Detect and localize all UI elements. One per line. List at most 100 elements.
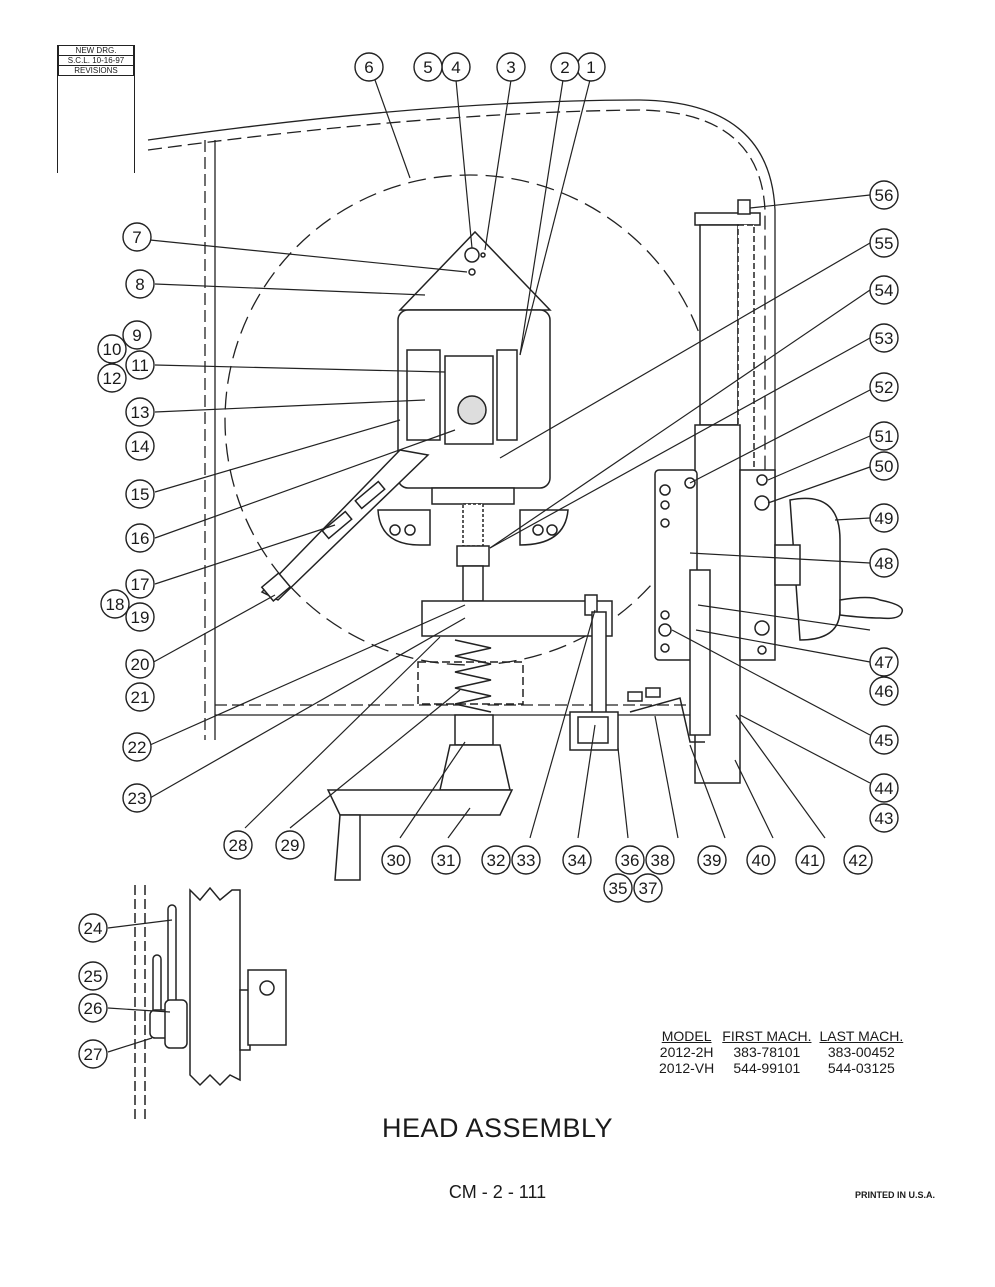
leader-lines bbox=[107, 79, 871, 1053]
revision-line-new-drawing: NEW DRG. bbox=[58, 45, 134, 56]
callout-circle bbox=[869, 773, 899, 803]
callout-number: 20 bbox=[131, 655, 150, 674]
callout-37: 37 bbox=[633, 873, 663, 903]
callout-number: 33 bbox=[517, 851, 536, 870]
callout-2: 2 bbox=[550, 52, 580, 82]
callout-circle bbox=[78, 913, 108, 943]
callout-18: 18 bbox=[100, 589, 130, 619]
callout-circle bbox=[223, 830, 253, 860]
callout-circle bbox=[697, 845, 727, 875]
callout-number: 7 bbox=[132, 228, 141, 247]
callout-52: 52 bbox=[869, 372, 899, 402]
callout-51: 51 bbox=[869, 421, 899, 451]
callout-circle bbox=[122, 732, 152, 762]
callout-39: 39 bbox=[697, 845, 727, 875]
callout-34: 34 bbox=[562, 845, 592, 875]
callout-number: 50 bbox=[875, 457, 894, 476]
callout-19: 19 bbox=[125, 602, 155, 632]
callout-circle bbox=[511, 845, 541, 875]
callout-number: 24 bbox=[84, 919, 103, 938]
callout-circle bbox=[869, 676, 899, 706]
callout-circle bbox=[869, 421, 899, 451]
callout-number: 6 bbox=[364, 58, 373, 77]
callout-number: 46 bbox=[875, 682, 894, 701]
first-mach-cell: 544-99101 bbox=[733, 1060, 801, 1076]
callout-circle bbox=[125, 269, 155, 299]
callout-circle bbox=[869, 548, 899, 578]
last-mach-cell: 544-03125 bbox=[827, 1060, 895, 1076]
callout-circle bbox=[603, 873, 633, 903]
callout-number: 54 bbox=[875, 281, 894, 300]
callout-number: 38 bbox=[651, 851, 670, 870]
callout-5: 5 bbox=[413, 52, 443, 82]
callout-circle bbox=[125, 602, 155, 632]
callout-24: 24 bbox=[78, 913, 108, 943]
callout-4: 4 bbox=[441, 52, 471, 82]
callout-number: 53 bbox=[875, 329, 894, 348]
callout-number: 48 bbox=[875, 554, 894, 573]
callout-circle bbox=[78, 1039, 108, 1069]
model-cell: 2012-VH bbox=[659, 1060, 715, 1076]
callout-number: 2 bbox=[560, 58, 569, 77]
callout-circle bbox=[122, 222, 152, 252]
header-last-mach: LAST MACH. bbox=[819, 1028, 904, 1044]
model-table: MODEL FIRST MACH. LAST MACH. 2012-2H 383… bbox=[655, 1028, 907, 1076]
callout-41: 41 bbox=[795, 845, 825, 875]
callout-number: 56 bbox=[875, 186, 894, 205]
callout-50: 50 bbox=[869, 451, 899, 481]
callout-number: 25 bbox=[84, 967, 103, 986]
callout-number: 17 bbox=[131, 575, 150, 594]
callout-circle bbox=[122, 783, 152, 813]
callout-number: 44 bbox=[875, 779, 894, 798]
table-row: 2012-2H 383-78101 383-00452 bbox=[655, 1044, 907, 1060]
callout-circle bbox=[795, 845, 825, 875]
callout-number: 34 bbox=[568, 851, 587, 870]
callout-11: 11 bbox=[125, 350, 155, 380]
callout-circle bbox=[869, 647, 899, 677]
callout-44: 44 bbox=[869, 773, 899, 803]
callout-circle bbox=[869, 323, 899, 353]
callout-31: 31 bbox=[431, 845, 461, 875]
callout-number: 49 bbox=[875, 509, 894, 528]
callout-circle bbox=[354, 52, 384, 82]
revision-line-date: S.C.L. 10-16-97 bbox=[58, 56, 134, 66]
callout-circle bbox=[122, 320, 152, 350]
drawing-number: CM - 2 - 111 bbox=[448, 1182, 547, 1202]
callout-7: 7 bbox=[122, 222, 152, 252]
callout-number: 32 bbox=[487, 851, 506, 870]
inset-detail bbox=[134, 885, 287, 1120]
callout-group: 1234567891011121314151617181920212223242… bbox=[78, 52, 899, 1069]
callout-circle bbox=[125, 569, 155, 599]
callout-43: 43 bbox=[869, 803, 899, 833]
callout-number: 27 bbox=[84, 1045, 103, 1064]
callout-number: 37 bbox=[639, 879, 658, 898]
callout-number: 5 bbox=[423, 58, 432, 77]
drawing-title: HEAD ASSEMBLY bbox=[381, 1113, 614, 1143]
callout-number: 35 bbox=[609, 879, 628, 898]
revisions-label: REVISIONS bbox=[58, 66, 134, 76]
callout-circle bbox=[869, 372, 899, 402]
callout-circle bbox=[869, 503, 899, 533]
callout-circle bbox=[100, 589, 130, 619]
callout-number: 16 bbox=[131, 529, 150, 548]
callout-55: 55 bbox=[869, 228, 899, 258]
callout-40: 40 bbox=[746, 845, 776, 875]
model-table-header: MODEL FIRST MACH. LAST MACH. bbox=[655, 1028, 907, 1044]
callout-circle bbox=[869, 228, 899, 258]
callout-circle bbox=[843, 845, 873, 875]
callout-8: 8 bbox=[125, 269, 155, 299]
callout-number: 55 bbox=[875, 234, 894, 253]
callout-number: 1 bbox=[586, 58, 595, 77]
callout-circle bbox=[125, 649, 155, 679]
callout-number: 13 bbox=[131, 403, 150, 422]
callout-circle bbox=[381, 845, 411, 875]
callout-circle bbox=[413, 52, 443, 82]
callout-number: 3 bbox=[506, 58, 515, 77]
callout-17: 17 bbox=[125, 569, 155, 599]
callout-number: 41 bbox=[801, 851, 820, 870]
callout-46: 46 bbox=[869, 676, 899, 706]
callout-circle bbox=[550, 52, 580, 82]
callout-number: 47 bbox=[875, 653, 894, 672]
callout-number: 52 bbox=[875, 378, 894, 397]
callout-number: 42 bbox=[849, 851, 868, 870]
